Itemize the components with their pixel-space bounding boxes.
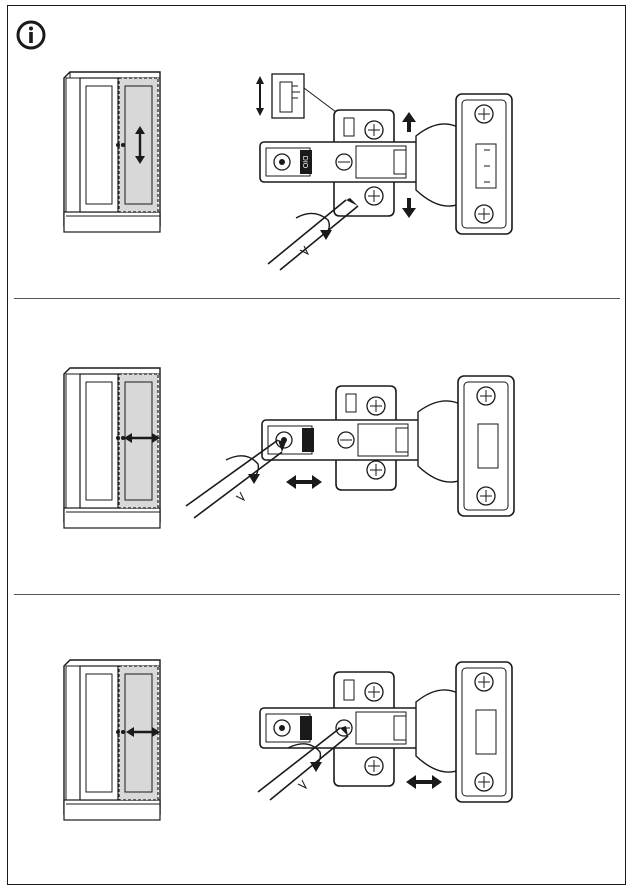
section-divider (14, 594, 620, 595)
info-icon (16, 20, 46, 50)
hinge-illustration: DIO (256, 73, 513, 271)
hinge-illustration (185, 375, 515, 519)
hinge-marking: DIO (301, 156, 308, 169)
cabinet-illustration (63, 367, 161, 529)
cabinet-illustration (63, 659, 161, 821)
cabinet-illustration (63, 71, 161, 233)
page-frame (7, 5, 626, 885)
section-divider (14, 298, 620, 299)
hinge-illustration (257, 661, 513, 803)
